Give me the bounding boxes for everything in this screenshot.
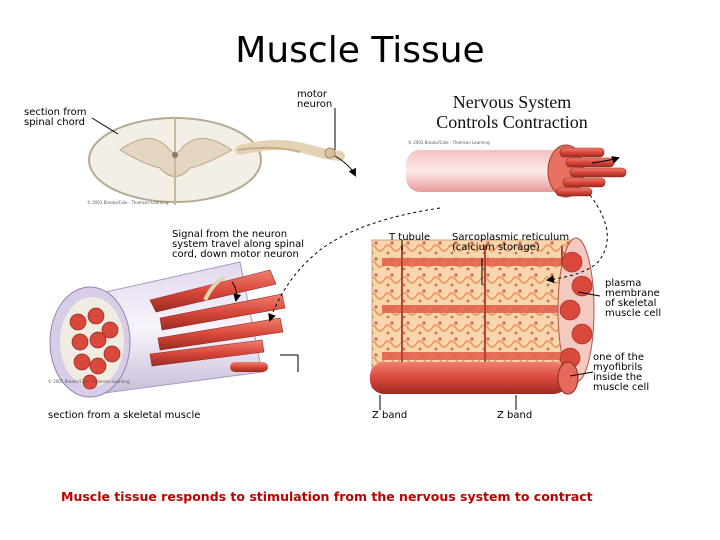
label-spinal-cord: section from spinal chord xyxy=(24,107,87,128)
label-z-band-2: Z band xyxy=(497,410,533,421)
spinal-cord-section xyxy=(88,117,356,205)
credit-skeletal: © 2001 Brooks/Cole - Thomson Learning xyxy=(48,379,130,384)
skeletal-muscle-section xyxy=(49,261,286,398)
label-myofibril: one of the myofibrils inside the muscle … xyxy=(593,352,650,393)
muscle-fiber-illustration xyxy=(406,144,627,198)
label-z-band-1: Z band xyxy=(372,410,408,421)
diagram-heading-line1: Nervous System xyxy=(452,92,572,112)
slide-title: Muscle Tissue xyxy=(235,30,485,71)
credit-spinal: © 2001 Brooks/Cole - Thomson Learning xyxy=(87,200,169,205)
slide-caption: Muscle tissue responds to stimulation fr… xyxy=(61,489,593,504)
label-plasma-membrane: plasma membrane of skeletal muscle cell xyxy=(605,278,662,319)
label-motor-neuron: motor neuron xyxy=(297,89,333,110)
label-skeletal-section: section from a skeletal muscle xyxy=(48,410,201,421)
label-t-tubule: T tubule xyxy=(389,232,431,243)
diagram-heading: Nervous System Controls Contraction xyxy=(396,92,628,132)
label-signal: Signal from the neuron system travel alo… xyxy=(172,229,304,260)
muscle-cell-cutaway xyxy=(370,237,595,395)
credit-fiber: © 2001 Brooks/Cole - Thomson Learning xyxy=(408,140,490,145)
label-sarcoplasmic-reticulum: Sarcoplasmic reticulum (calcium storage) xyxy=(452,232,570,253)
diagram-heading-line2: Controls Contraction xyxy=(436,112,588,132)
